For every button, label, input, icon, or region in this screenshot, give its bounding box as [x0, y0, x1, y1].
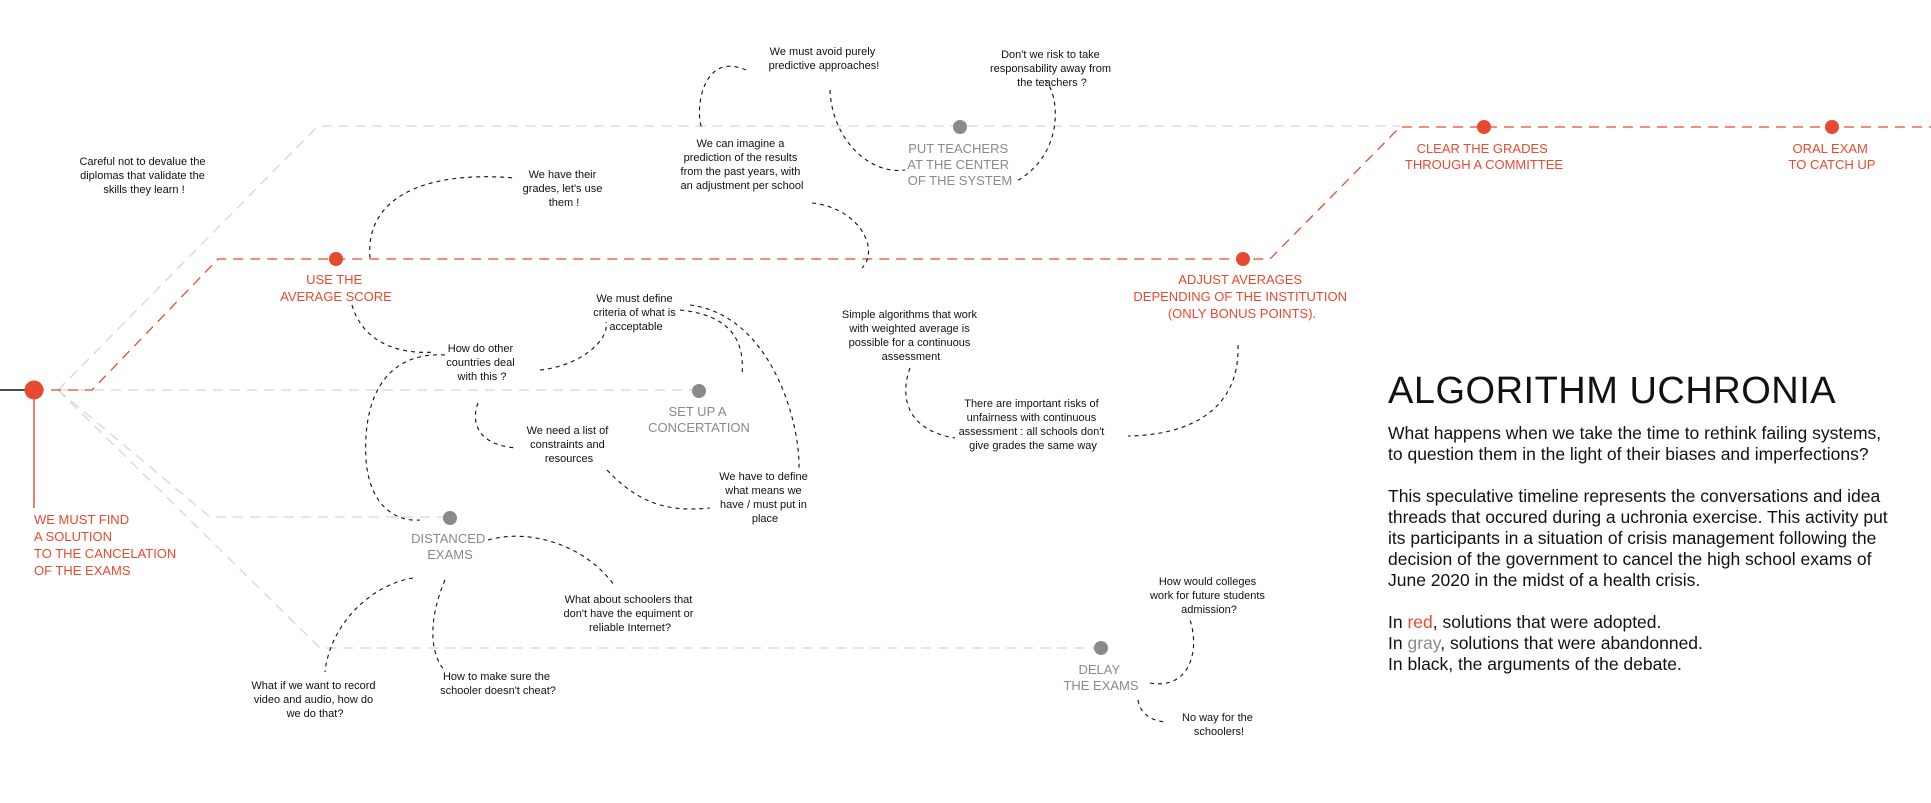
legend-arguments: In black, the arguments of the debate. [1388, 654, 1682, 674]
delay-exams-dot [1094, 641, 1108, 655]
connector [369, 176, 516, 259]
root-node-dot [24, 380, 44, 400]
clear-grades-dot [1477, 120, 1491, 134]
legend-abandoned-suffix: , solutions that were abandonned. [1440, 633, 1703, 653]
argument-other-countries: How do other countries deal with this ? [446, 343, 518, 383]
connector [689, 304, 800, 469]
argument-connectors [324, 65, 1239, 723]
connector [351, 304, 436, 353]
connector [1127, 344, 1239, 437]
argument-criteria: We must define criteria of what is accep… [593, 293, 679, 333]
delay-exams-label: DELAY THE EXAMS [1063, 662, 1138, 693]
root-label: WE MUST FIND A SOLUTION TO THE CANCELATI… [34, 512, 180, 578]
legend-red-word: red [1407, 612, 1433, 632]
page-title: ALGORITHM UCHRONIA [1388, 370, 1837, 412]
track-distanced [57, 389, 450, 518]
argument-simple-algorithms: Simple algorithms that work with weighte… [842, 309, 980, 363]
description-panel: ALGORITHM UCHRONIA What happens when we … [1388, 370, 1888, 675]
gray-tracks [57, 125, 1400, 649]
adjust-averages-dot [1236, 252, 1250, 266]
connector [679, 309, 743, 376]
legend-adopted-prefix: In [1388, 612, 1408, 632]
adjust-averages-label: ADJUST AVERAGES DEPENDING OF THE INSTITU… [1133, 272, 1350, 321]
use-average-label: USE THE AVERAGE SCORE [280, 272, 392, 304]
connector [1137, 699, 1166, 723]
connector [324, 577, 414, 673]
teachers-center-dot [953, 120, 967, 134]
connector [365, 354, 446, 521]
use-average-dot [329, 252, 343, 266]
legend-abandoned: In gray, solutions that were abandonned. [1388, 633, 1888, 654]
concertation-dot [692, 384, 706, 398]
concertation-label: SET UP A CONCERTATION [648, 404, 750, 435]
track-delay [57, 389, 1100, 649]
argument-have-grades: We have their grades, let's use them ! [523, 169, 606, 209]
legend: In red, solutions that were adopted. In … [1388, 612, 1888, 675]
legend-adopted-suffix: , solutions that were adopted. [1432, 612, 1662, 632]
connector [905, 367, 956, 439]
argument-colleges: How would colleges work for future stude… [1149, 576, 1268, 616]
connector [487, 535, 615, 586]
argument-careful: Careful not to devalue the diplomas that… [79, 156, 208, 196]
oral-exam-dot [1825, 120, 1839, 134]
argument-imagine: We can imagine a prediction of the resul… [681, 138, 804, 192]
legend-gray-word: gray [1407, 633, 1441, 653]
argument-define-means: We have to define what means we have / m… [719, 471, 811, 525]
argument-list-constraints: We need a list of constraints and resour… [527, 425, 612, 465]
connector [606, 469, 711, 510]
connector [698, 65, 747, 129]
legend-adopted: In red, solutions that were adopted. [1388, 612, 1888, 633]
argument-predictive: We must avoid purely predictive approach… [769, 46, 880, 72]
connector [432, 579, 446, 671]
connector [539, 321, 607, 371]
description-paragraph: This speculative timeline represents the… [1388, 486, 1888, 590]
legend-abandoned-prefix: In [1388, 633, 1408, 653]
argument-record: What if we want to record video and audi… [251, 680, 378, 720]
track-teachers [57, 125, 1400, 391]
argument-schoolers-internet: What about schoolers that don't have the… [564, 594, 697, 634]
oral-exam-label: ORAL EXAM TO CATCH UP [1789, 141, 1876, 172]
connector [474, 402, 517, 449]
argument-responsability: Don't we risk to take responsability awa… [990, 49, 1114, 89]
clear-grades-label: CLEAR THE GRADES THROUGH A COMMITTEE [1405, 141, 1564, 172]
distanced-exams-label: DISTANCED EXAMS [411, 531, 489, 562]
argument-cheat: How to make sure the schooler doesn't ch… [440, 671, 556, 697]
connector [829, 89, 906, 171]
connector [1149, 619, 1195, 685]
intro-paragraph: What happens when we take the time to re… [1388, 423, 1882, 464]
teachers-center-label: PUT TEACHERS AT THE CENTER OF THE SYSTEM [907, 141, 1012, 188]
argument-risks: There are important risks of unfairness … [959, 398, 1108, 452]
argument-no-way: No way for the schoolers! [1182, 712, 1256, 738]
distanced-exams-dot [443, 511, 457, 525]
connector [811, 202, 870, 269]
connector [1014, 79, 1056, 183]
